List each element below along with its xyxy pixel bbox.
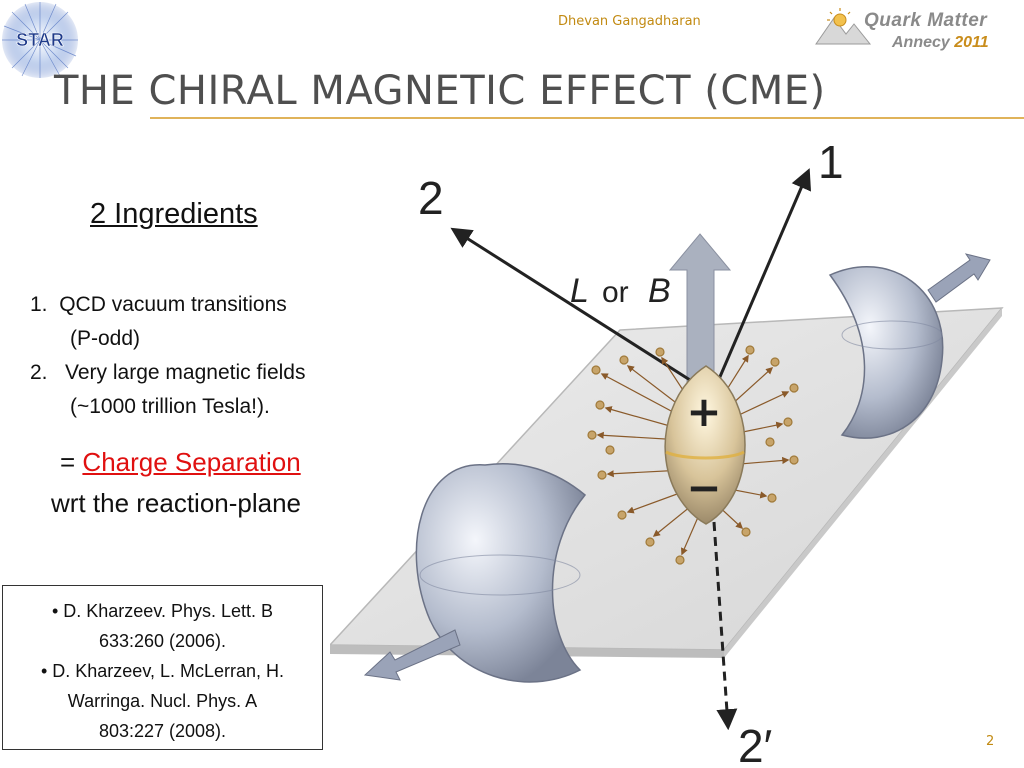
direction-label-1: 1 bbox=[818, 136, 844, 188]
reference-2: • D. Kharzeev, L. McLerran, H. Warringa.… bbox=[9, 656, 316, 746]
ingredient-item-1: 1. QCD vacuum transitions bbox=[30, 293, 287, 317]
field-label-L: L bbox=[570, 272, 589, 310]
ingredient-item-2: 2. Very large magnetic fields bbox=[30, 361, 306, 385]
ingredient-number: 1. bbox=[30, 293, 48, 316]
nucleus-upper-right bbox=[828, 266, 944, 439]
conference-city: Annecy bbox=[892, 34, 950, 51]
charge-separation-text: Charge Separation bbox=[82, 447, 301, 477]
direction-arrow-1 bbox=[708, 168, 812, 401]
conference-year: 2011 bbox=[954, 34, 989, 51]
plus-charge: + bbox=[686, 387, 721, 436]
conference-location: Annecy 2011 bbox=[892, 34, 989, 52]
nucleus-lower-left bbox=[415, 463, 587, 683]
overlap-region bbox=[664, 365, 746, 525]
direction-arrow-2prime bbox=[712, 521, 738, 731]
field-label-B: B bbox=[648, 272, 671, 310]
reference-prefix: • D. Kharzeev. Phys. Lett. B bbox=[51, 601, 274, 621]
field-label-or: or bbox=[602, 276, 629, 309]
motion-arrow-left bbox=[363, 629, 461, 681]
reference-volume: 803 bbox=[98, 721, 129, 741]
motion-arrow-right bbox=[927, 253, 991, 303]
ingredient-item-1-sub: (P-odd) bbox=[70, 327, 141, 350]
conference-name: Quark Matter bbox=[864, 10, 988, 31]
star-logo-text: STAR bbox=[16, 30, 64, 50]
presenter-name: Dhevan Gangadharan bbox=[558, 14, 701, 29]
ingredient-number: 2. bbox=[30, 361, 48, 384]
reference-box: • D. Kharzeev. Phys. Lett. B 633:260 (20… bbox=[2, 585, 323, 750]
result-suffix: wrt the reaction-plane bbox=[51, 488, 302, 518]
equals-sign: = bbox=[60, 447, 76, 477]
reference-rest: :227 (2008). bbox=[128, 721, 227, 741]
ingredient-item-2-sub: (~1000 trillion Tesla!). bbox=[70, 395, 270, 418]
slide-title: THE CHIRAL MAGNETIC EFFECT (CME) bbox=[54, 68, 826, 114]
page-number: 2 bbox=[986, 734, 995, 749]
direction-arrow-2 bbox=[450, 227, 691, 382]
minus-charge: − bbox=[686, 463, 721, 512]
star-logo: STAR bbox=[2, 2, 78, 78]
reference-rest: :260 (2006). bbox=[128, 631, 227, 651]
ingredient-text: QCD vacuum transitions bbox=[59, 293, 287, 316]
result-line: = Charge Separation bbox=[60, 447, 301, 478]
cme-diagram: L or B 1 2 2′ + − bbox=[330, 136, 1004, 768]
direction-label-2prime: 2′ bbox=[738, 720, 772, 768]
reference-prefix: • D. Kharzeev, L. McLerran, H. Warringa.… bbox=[40, 661, 285, 711]
ingredients-heading: 2 Ingredients bbox=[90, 198, 258, 230]
quark-matter-logo bbox=[815, 8, 872, 45]
reference-volume: 633 bbox=[98, 631, 129, 651]
reference-1: • D. Kharzeev. Phys. Lett. B 633:260 (20… bbox=[9, 596, 316, 656]
title-rule bbox=[150, 117, 1024, 119]
ingredient-text: Very large magnetic fields bbox=[65, 361, 306, 384]
direction-label-2: 2 bbox=[418, 172, 444, 224]
